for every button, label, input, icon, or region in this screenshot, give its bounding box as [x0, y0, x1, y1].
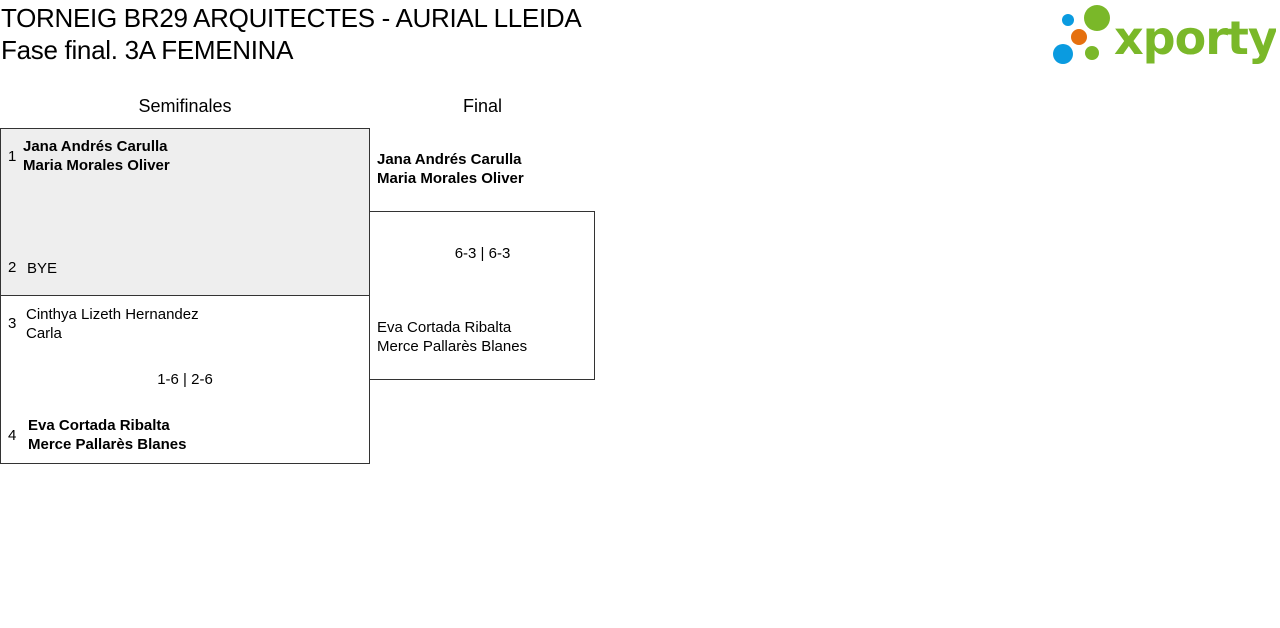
player-name: Eva Cortada Ribalta	[28, 417, 170, 434]
final-match[interactable]	[369, 211, 595, 380]
player-name: Eva Cortada Ribalta	[377, 319, 512, 336]
xporty-logo: xporty	[1052, 4, 1279, 66]
team-name: Cinthya Lizeth Hernandez Carla	[26, 305, 199, 343]
seed-number: 2	[8, 259, 17, 276]
round-header-semifinales: Semifinales	[138, 96, 232, 116]
match-score: 1-6 | 2-6	[157, 371, 213, 388]
seed-number: 3	[8, 315, 17, 332]
player-name: Cinthya Lizeth Hernandez	[26, 306, 199, 323]
team-name: Eva Cortada Ribalta Merce Pallarès Blane…	[28, 416, 186, 454]
player-name: Jana Andrés Carulla	[23, 138, 168, 155]
semifinal-match-1[interactable]	[0, 128, 370, 296]
phase-title: Fase final. 3A FEMENINA	[1, 35, 294, 65]
bye-label: BYE	[27, 260, 58, 277]
player-name: Jana Andrés Carulla	[377, 151, 522, 168]
player-name: Carla	[26, 325, 62, 342]
player-name: Merce Pallarès Blanes	[28, 436, 187, 453]
seed-number: 4	[8, 427, 17, 444]
team-name: Jana Andrés Carulla Maria Morales Oliver	[23, 137, 170, 175]
player-name: Merce Pallarès Blanes	[377, 338, 528, 355]
player-name: Maria Morales Oliver	[23, 157, 170, 174]
round-header-final: Final	[462, 96, 502, 116]
final-score: 6-3 | 6-3	[454, 245, 511, 262]
seed-number: 1	[8, 148, 17, 165]
tournament-title: TORNEIG BR29 ARQUITECTES - AURIAL LLEIDA	[1, 3, 582, 33]
player-name: Maria Morales Oliver	[377, 170, 524, 187]
xporty-logo-icon: xporty	[1053, 5, 1279, 65]
final-team-b: Eva Cortada Ribalta Merce Pallarès Blane…	[377, 318, 527, 356]
final-team-a: Jana Andrés Carulla Maria Morales Oliver	[377, 150, 524, 188]
logo-text: xporty	[1114, 11, 1276, 65]
